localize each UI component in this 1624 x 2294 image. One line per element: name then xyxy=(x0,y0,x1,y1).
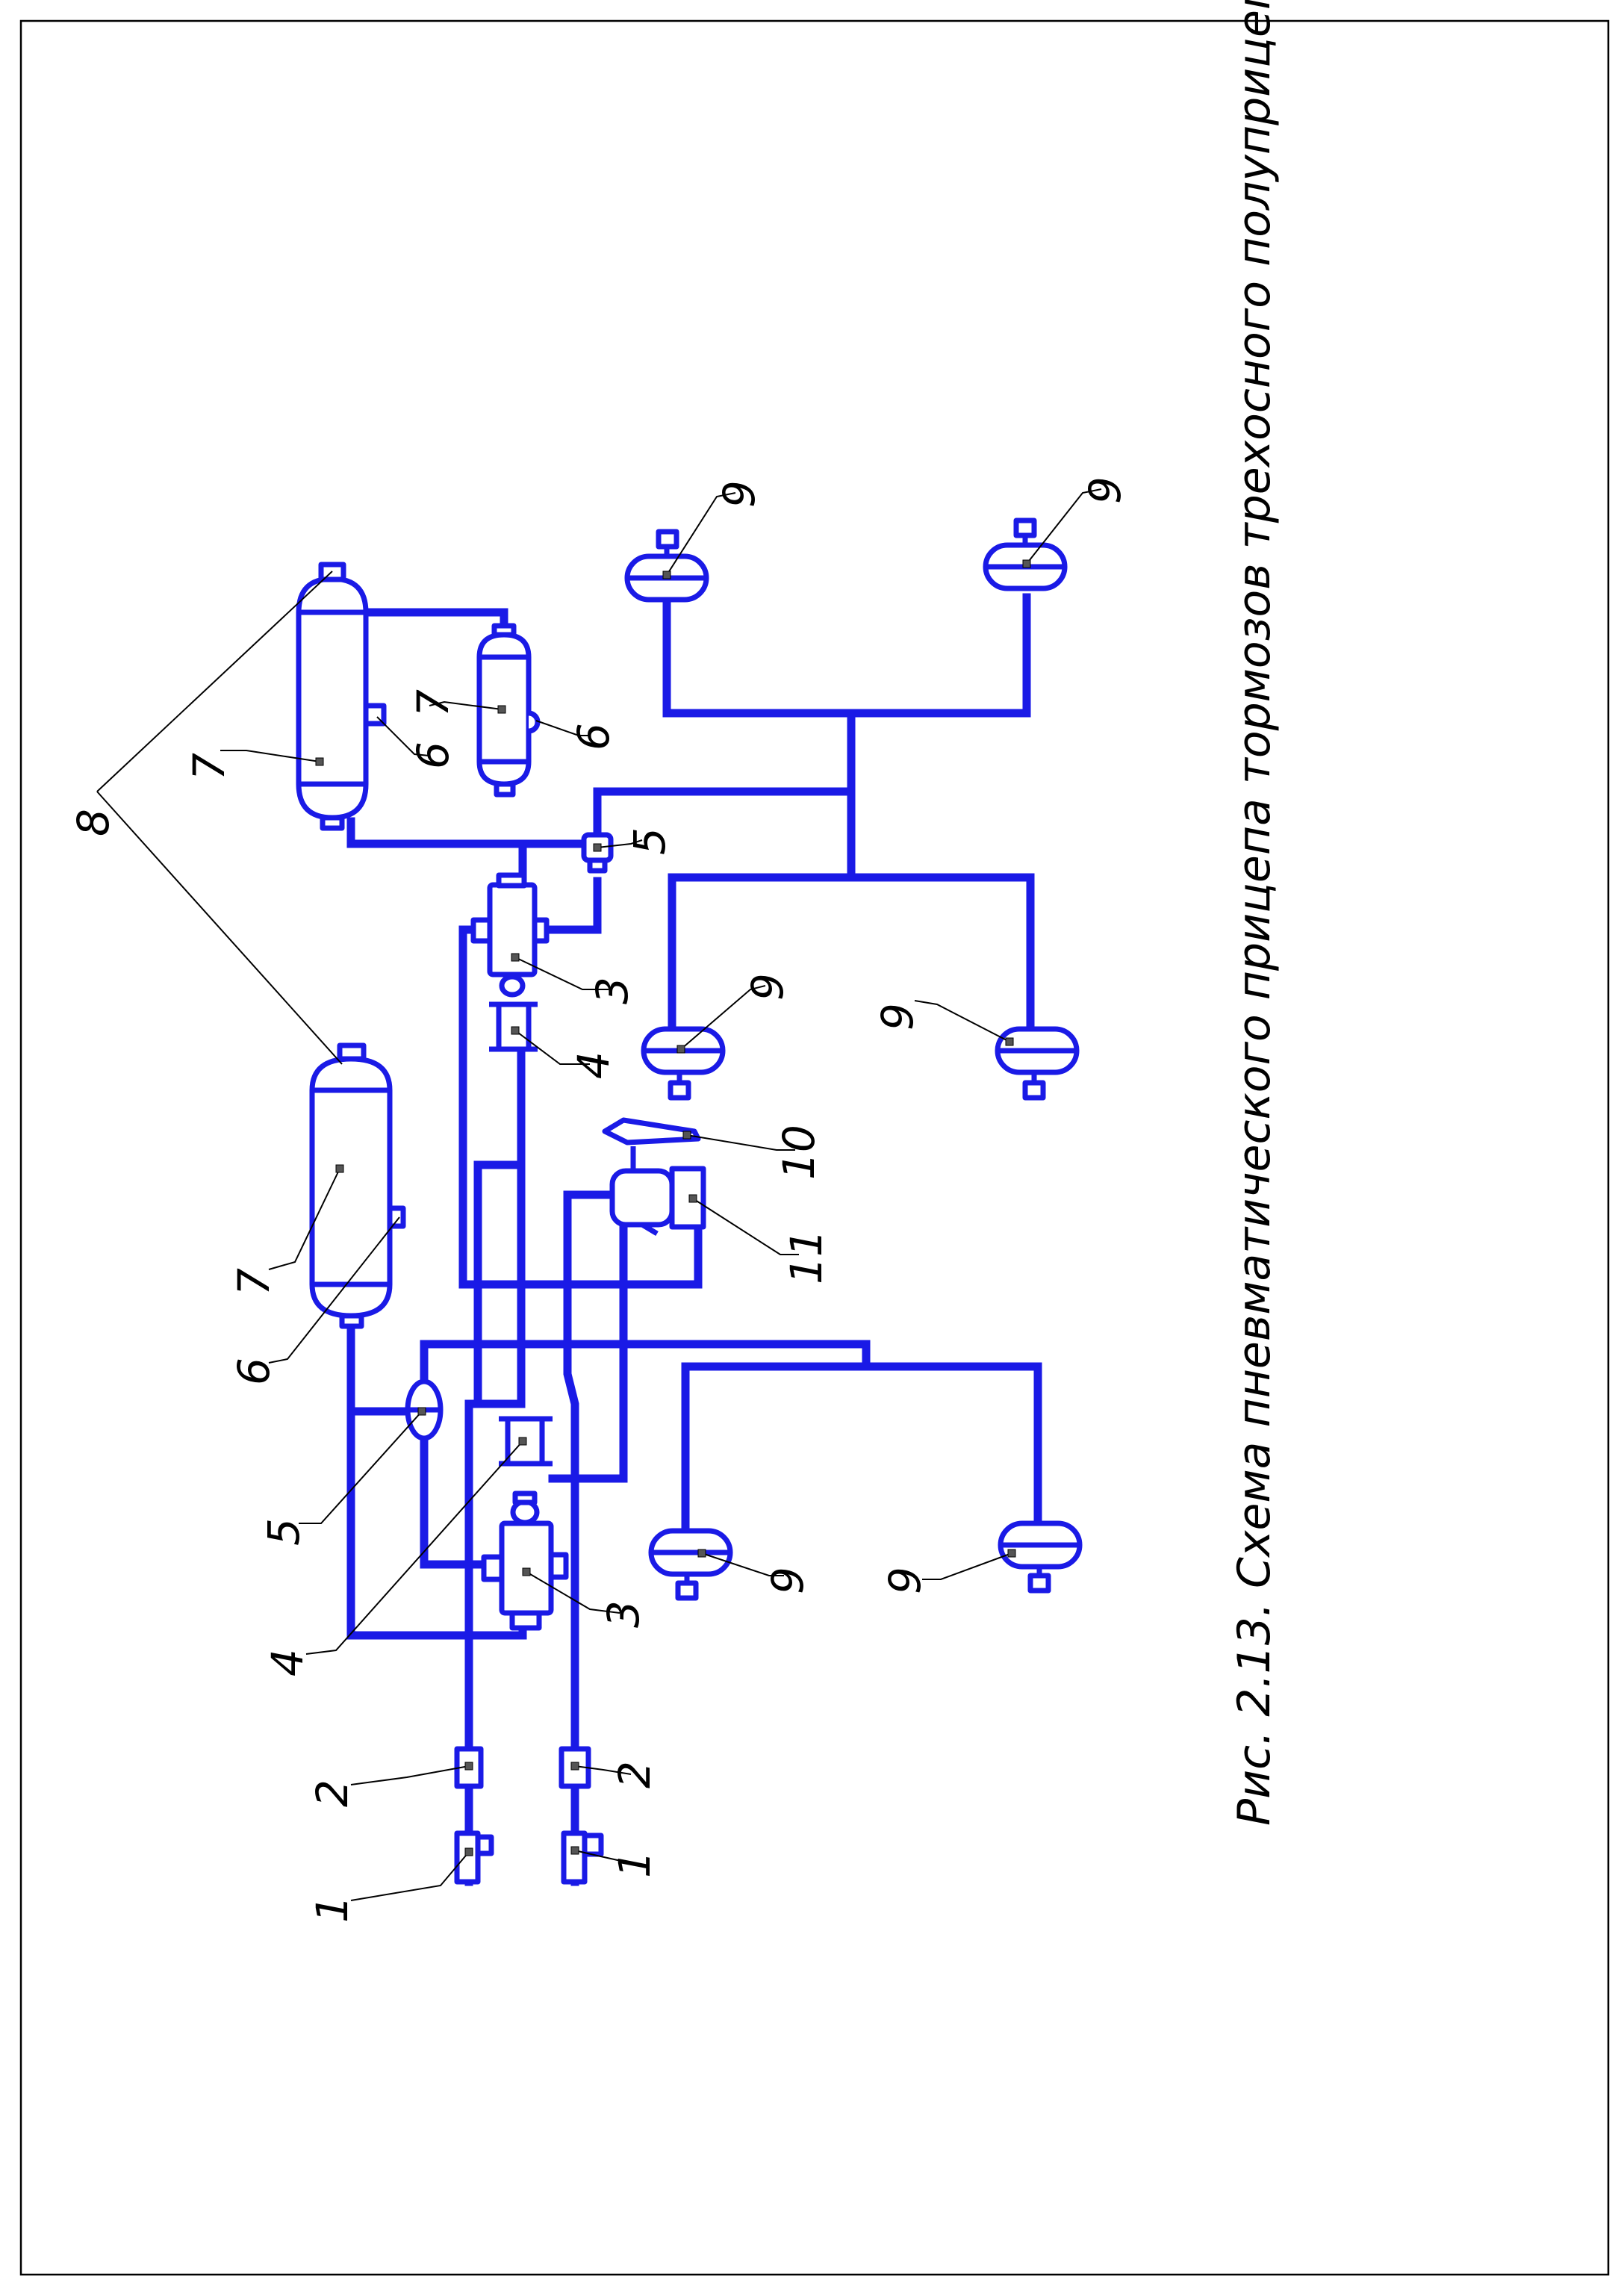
brake-chamber-top-left xyxy=(624,529,709,603)
connecting-head-left xyxy=(454,1830,494,1885)
brake-chamber-mid-right xyxy=(995,1026,1080,1101)
label-9a: 9 xyxy=(714,480,765,508)
label-9e: 9 xyxy=(762,1567,813,1594)
manual-brake-valve xyxy=(609,1166,706,1237)
leader-10 xyxy=(686,1134,795,1151)
label-1b: 1 xyxy=(609,1850,660,1878)
label-9d: 9 xyxy=(872,1003,923,1031)
drawing-frame xyxy=(19,19,1610,2276)
label-9b: 9 xyxy=(1080,476,1130,504)
leader-6c xyxy=(535,720,590,736)
pipe-upper-5-to-chambers xyxy=(593,787,1035,1035)
brake-force-regulator-lower xyxy=(499,1416,553,1467)
pipe-mid-lower xyxy=(420,1433,503,1569)
label-5a: 5 xyxy=(258,1518,309,1546)
leader-1b xyxy=(574,1850,632,1864)
leader-1a xyxy=(350,1851,470,1901)
receiver-left-lower xyxy=(309,1042,406,1329)
label-6b: 6 xyxy=(408,742,458,769)
leader-lines xyxy=(96,488,1102,1901)
pipe-upper-dist-out xyxy=(548,877,602,934)
label-3a: 3 xyxy=(598,1600,649,1628)
release-valve-upper xyxy=(581,832,614,874)
pipe-chambers-low xyxy=(681,1362,871,1535)
connecting-head-right xyxy=(561,1830,604,1885)
leader-9e xyxy=(701,1552,784,1576)
label-7c: 7 xyxy=(408,689,458,717)
label-4a: 4 xyxy=(262,1649,313,1676)
leader-6a xyxy=(268,1216,400,1364)
leader-5b xyxy=(597,839,643,848)
pipe-release-up xyxy=(420,1340,1042,1535)
receiver-upper-large xyxy=(296,562,387,831)
air-distributor-upper xyxy=(470,872,550,998)
pipe-valve11-feed xyxy=(458,1220,703,1289)
leader-7a xyxy=(268,1168,340,1270)
label-2a: 2 xyxy=(307,1779,358,1807)
leader-9a xyxy=(666,492,736,576)
pipe-upper-to-9-top xyxy=(662,593,856,796)
label-4b: 4 xyxy=(568,1051,619,1079)
label-6a: 6 xyxy=(228,1358,279,1385)
label-6c: 6 xyxy=(568,723,619,750)
brake-chamber-bottom-right xyxy=(998,1520,1083,1594)
target-dots xyxy=(315,559,1031,1856)
pipe-receivers-link xyxy=(358,608,508,632)
label-7b: 7 xyxy=(184,753,234,780)
brake-chamber-bottom-left xyxy=(648,1528,733,1601)
leader-6b xyxy=(376,716,430,756)
label-9c: 9 xyxy=(742,973,793,1001)
leader-9c xyxy=(680,985,766,1050)
label-3b: 3 xyxy=(587,977,638,1004)
label-1a: 1 xyxy=(307,1895,358,1923)
pipe-upper-to-9-mid xyxy=(668,873,856,1035)
brake-chamber-mid-left xyxy=(641,1026,726,1101)
leader-2b xyxy=(574,1765,632,1775)
pipe-network xyxy=(346,593,1042,1886)
figure-caption: Рис. 2.13. Схема пневматического прицепа… xyxy=(1228,0,1281,1826)
leader-2a xyxy=(350,1765,470,1785)
label-2b: 2 xyxy=(609,1761,660,1788)
label-5b: 5 xyxy=(624,827,675,855)
leader-4b xyxy=(514,1030,590,1065)
label-7a: 7 xyxy=(228,1268,279,1296)
leader-8a xyxy=(96,571,333,792)
air-distributor-lower xyxy=(481,1491,569,1631)
leader-7c xyxy=(429,700,503,710)
number-labels: 1 1 2 2 3 3 4 4 5 5 6 6 6 7 7 7 8 9 9 9 … xyxy=(68,476,1130,1923)
leader-9f xyxy=(922,1552,1012,1580)
label-11: 11 xyxy=(781,1229,832,1284)
pipe-upper-receiver xyxy=(346,817,602,863)
leader-11 xyxy=(692,1198,799,1255)
leader-3a xyxy=(526,1571,620,1614)
leader-9b xyxy=(1026,488,1102,565)
leader-9d xyxy=(914,1000,1010,1042)
receiver-upper-small xyxy=(476,623,541,798)
label-9f: 9 xyxy=(880,1567,930,1594)
label-10: 10 xyxy=(774,1125,824,1180)
pipe-upper-to-9-right xyxy=(847,593,1031,718)
label-8: 8 xyxy=(68,809,119,836)
leader-5a xyxy=(299,1411,423,1524)
leader-4a xyxy=(305,1440,523,1655)
leader-7b xyxy=(220,750,320,762)
pipe-receiver-left xyxy=(346,1310,527,1640)
leader-3b xyxy=(514,957,609,990)
pipe-supply-left xyxy=(464,1399,526,1886)
parking-lever xyxy=(602,1117,701,1171)
leader-8b xyxy=(96,791,343,1065)
